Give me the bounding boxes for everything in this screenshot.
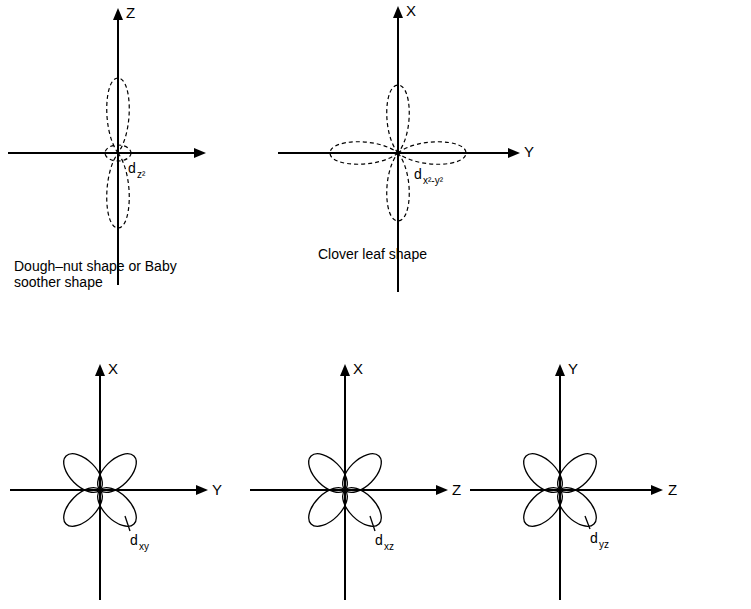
dyz-axes xyxy=(470,364,663,600)
axis-label: Z xyxy=(452,481,461,498)
dxy-orbital xyxy=(57,447,143,533)
orbital-symbol: d xyxy=(414,166,422,182)
dxz-axes xyxy=(250,364,448,600)
orbital-symbol: d xyxy=(128,160,136,176)
dxz-orbital xyxy=(302,447,388,533)
orbital-symbol: d xyxy=(590,530,598,546)
axis-label: Z xyxy=(126,4,135,21)
orbital-subscript: z² xyxy=(137,169,145,181)
axis-label: Y xyxy=(568,360,578,377)
dx2y2-orbital xyxy=(330,85,466,221)
orbital-symbol: d xyxy=(130,532,138,548)
dz2-axes xyxy=(8,8,206,285)
orbital-subscript: yz xyxy=(599,539,609,551)
axis-label: Y xyxy=(524,143,534,160)
orbital-symbol: d xyxy=(375,532,383,548)
axis-label: X xyxy=(406,2,416,19)
orbital-subscript: xy xyxy=(139,541,149,553)
dxy-axes xyxy=(10,364,208,600)
axis-label: Z xyxy=(668,481,677,498)
orbital-subscript: xz xyxy=(384,541,394,553)
orbital-subscript: x²-y² xyxy=(423,175,443,187)
axis-label: X xyxy=(353,360,363,377)
shape-caption: Dough–nut shape or Baby soother shape xyxy=(14,258,194,290)
axis-label: X xyxy=(108,360,118,377)
axis-label: Y xyxy=(212,481,222,498)
dz2-orbital xyxy=(105,78,131,228)
dyz-orbital xyxy=(517,447,603,533)
dx2y2-axes xyxy=(278,6,520,292)
shape-caption: Clover leaf shape xyxy=(318,246,427,262)
